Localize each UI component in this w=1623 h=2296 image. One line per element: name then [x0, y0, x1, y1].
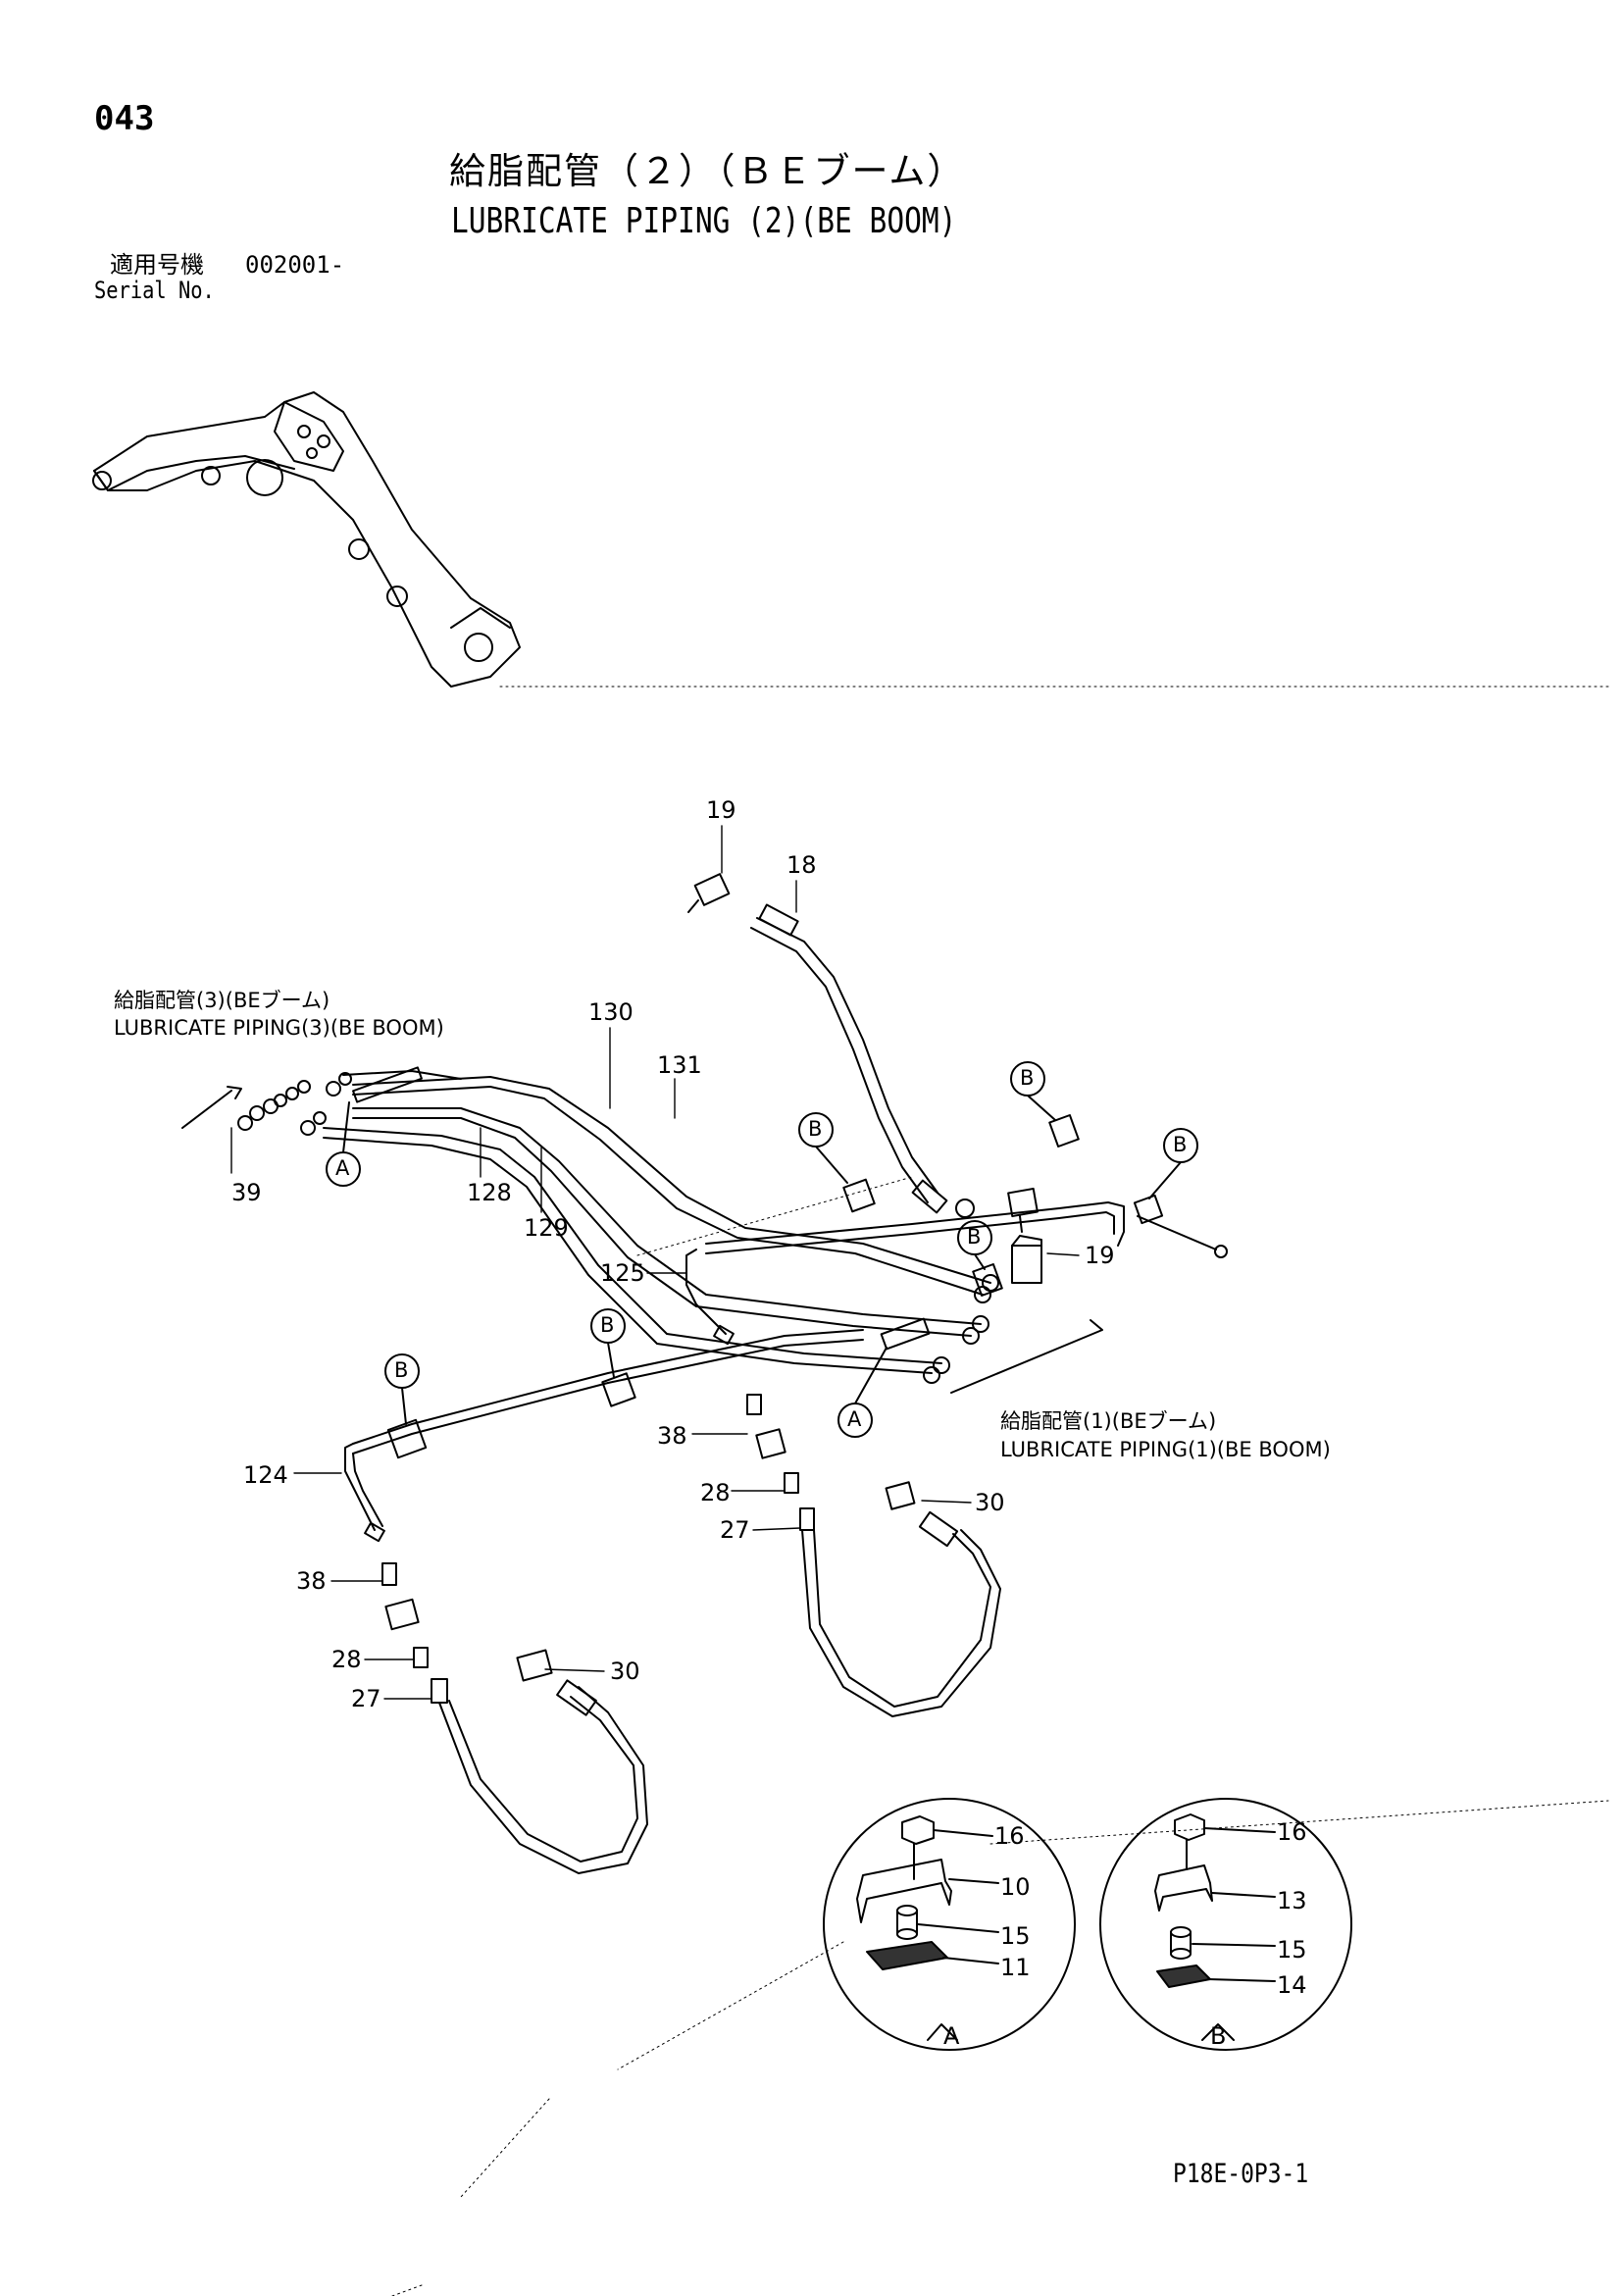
callout-27-left: 27 — [351, 1685, 381, 1712]
marker-a-left-label: A — [335, 1156, 350, 1180]
serial-value: 002001- — [245, 251, 345, 279]
detail-a-callout-10: 10 — [1000, 1873, 1031, 1901]
right-end-fittings — [923, 1274, 1103, 1394]
detail-b-label: B — [1210, 2022, 1227, 2050]
callout-28-center: 28 — [700, 1479, 731, 1506]
callout-28-left: 28 — [331, 1646, 362, 1673]
callout-38-left: 38 — [296, 1567, 327, 1595]
title-japanese: 給脂配管（２）（ＢＥブーム） — [449, 150, 966, 192]
callout-27-center: 27 — [720, 1516, 750, 1544]
marker-b-5-label: B — [600, 1313, 615, 1337]
detail-b-callout-13: 13 — [1277, 1887, 1307, 1914]
ref-piping1-en: LUBRICATE PIPING(1)(BE BOOM) — [1000, 1438, 1331, 1461]
left-end-fittings — [181, 1066, 423, 1136]
marker-b-4-label: B — [967, 1225, 982, 1249]
detail-b-callout-15: 15 — [1277, 1936, 1307, 1964]
detail-a-circle — [823, 1798, 1076, 2051]
document-code: P18E-0P3-1 — [1173, 2159, 1309, 2189]
callout-18: 18 — [786, 851, 817, 879]
center-hose-assembly — [746, 1394, 1001, 1717]
serial-label-japanese: 適用号機 — [110, 251, 204, 279]
marker-b-2-label: B — [1020, 1066, 1035, 1090]
marker-a-right-label: A — [847, 1407, 862, 1431]
ref-piping3-en: LUBRICATE PIPING(3)(BE BOOM) — [114, 1016, 444, 1040]
callout-30-center: 30 — [975, 1489, 1005, 1516]
ref-piping3-jp: 給脂配管(3)(BEブーム) — [114, 989, 330, 1012]
callout-130: 130 — [588, 998, 634, 1026]
clamps — [386, 1114, 1228, 1459]
boom-overview — [92, 391, 521, 688]
callout-38-center: 38 — [657, 1422, 687, 1450]
pipe-124-125 — [344, 1201, 1125, 1543]
detail-a-callout-16: 16 — [994, 1822, 1025, 1850]
left-hose-assembly — [381, 1562, 648, 1874]
callout-19-right: 19 — [1085, 1242, 1115, 1269]
leader-lines — [230, 825, 1080, 1700]
detail-b-callout-14: 14 — [1277, 1971, 1307, 1999]
callout-30-left: 30 — [610, 1658, 640, 1685]
callout-128: 128 — [467, 1179, 512, 1206]
marker-b-1-label: B — [808, 1117, 823, 1141]
dashed-guides — [391, 686, 1609, 2296]
serial-label-english: Serial No. — [94, 277, 215, 304]
hose-18 — [687, 873, 975, 1218]
marker-b-6-label: B — [394, 1358, 409, 1382]
detail-views — [823, 1798, 1352, 2051]
title-english: LUBRICATE PIPING (2)(BE BOOM) — [451, 201, 957, 241]
page-number: 043 — [94, 99, 155, 138]
callout-124: 124 — [243, 1461, 288, 1489]
pipe-bundle-main — [323, 1070, 991, 1374]
detail-a-callout-15: 15 — [1000, 1922, 1031, 1950]
marker-circles — [326, 1061, 1198, 1438]
detail-b-circle — [1099, 1798, 1352, 2051]
callout-19-top: 19 — [706, 796, 736, 824]
detail-a-callout-11: 11 — [1000, 1954, 1031, 1981]
fitting-19-right — [1007, 1187, 1042, 1284]
callout-131: 131 — [657, 1051, 702, 1079]
callout-39: 39 — [231, 1179, 262, 1206]
ref-piping1-jp: 給脂配管(1)(BEブーム) — [1000, 1409, 1217, 1433]
marker-b-3-label: B — [1173, 1133, 1188, 1156]
